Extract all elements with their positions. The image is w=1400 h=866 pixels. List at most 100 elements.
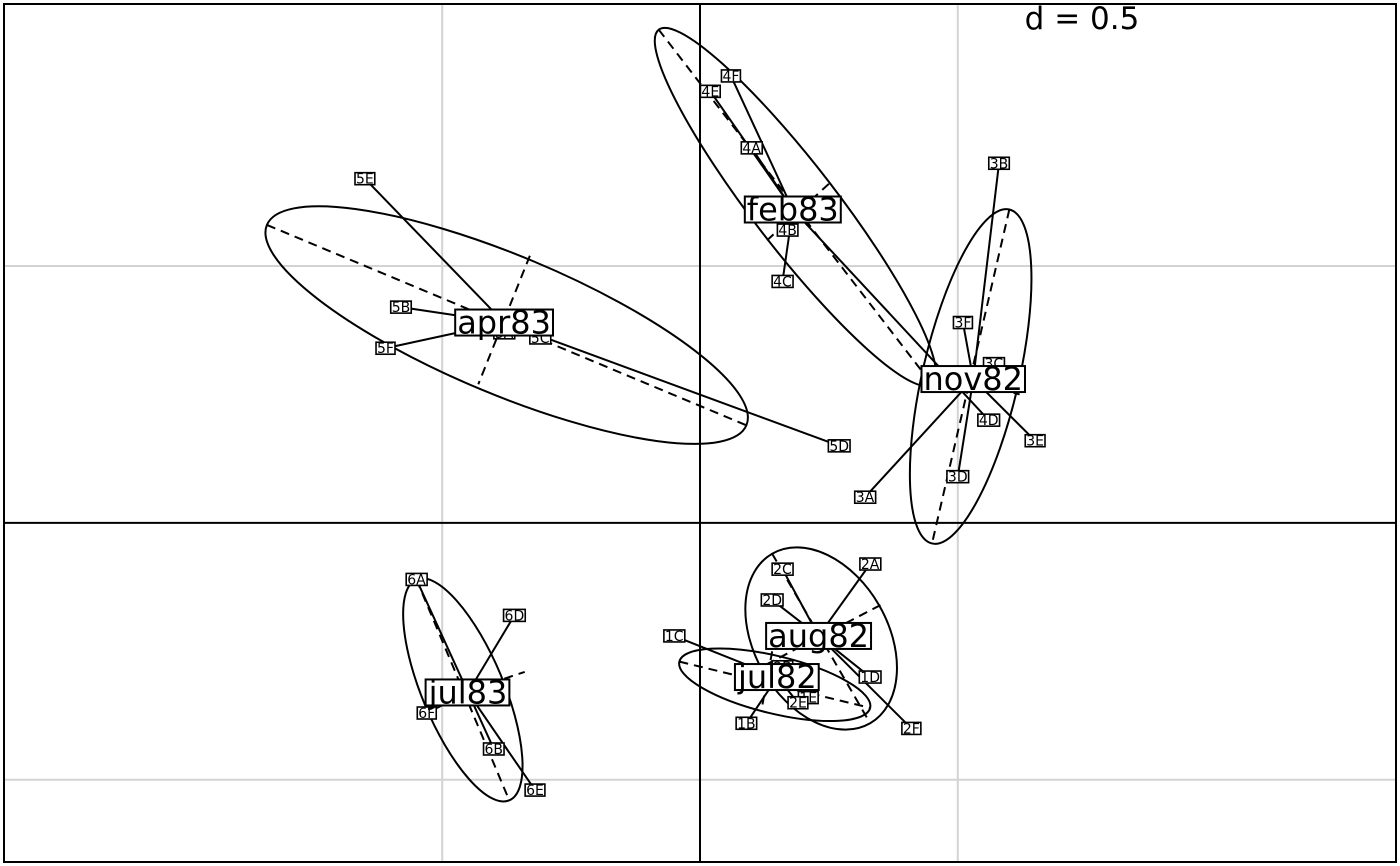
- point-label-box: [482, 742, 505, 756]
- point-label-box: [502, 608, 527, 623]
- point-label-box: [987, 156, 1011, 171]
- group-label-nov82: nov82: [920, 360, 1027, 398]
- point-label-layer: 4F4E4A4B4C4D3B3F3C3E3D3A5E5B5F5A5C5D2A2C…: [354, 69, 1046, 799]
- point-label-box: [859, 557, 882, 571]
- point-label-box: [977, 413, 1001, 427]
- ellipse-minor-axis-apr83: [477, 255, 531, 385]
- group-label-jul83: jul83: [424, 673, 511, 711]
- point-label-1B: 1B: [735, 716, 758, 732]
- point-label-text: 4D: [979, 413, 999, 429]
- group-label-text: apr83: [457, 304, 551, 342]
- point-label-text: 3E: [1026, 434, 1044, 450]
- point-label-2F: 2F: [901, 721, 922, 737]
- group-label-aug82: aug82: [765, 617, 873, 655]
- point-label-box: [901, 721, 922, 736]
- point-label-5D: 5D: [827, 439, 851, 455]
- group-label-box: [424, 678, 511, 707]
- group-label-text: jul83: [428, 673, 508, 711]
- group-label-box: [454, 308, 554, 337]
- axis-layer: [4, 4, 1396, 862]
- point-label-text: 2E: [789, 696, 807, 712]
- point-label-box: [354, 171, 376, 186]
- point-label-box: [771, 274, 794, 289]
- group-label-jul82: jul82: [733, 658, 820, 696]
- point-label-text: 6A: [407, 572, 426, 588]
- point-label-5B: 5B: [389, 300, 413, 316]
- point-label-box: [405, 572, 428, 587]
- point-label-box: [720, 69, 742, 83]
- point-label-text: 3A: [856, 490, 875, 506]
- point-label-4C: 4C: [771, 274, 794, 290]
- point-label-box: [858, 670, 882, 684]
- point-label-text: 5D: [829, 439, 849, 455]
- point-label-text: 4F: [722, 69, 739, 85]
- point-label-3B: 3B: [987, 156, 1011, 172]
- point-label-text: 3D: [948, 470, 968, 486]
- group-label-apr83: apr83: [454, 304, 554, 342]
- point-label-5F: 5F: [375, 341, 396, 357]
- group-label-box: [733, 663, 820, 692]
- point-label-text: 6B: [485, 742, 504, 758]
- point-label-text: 2A: [861, 557, 880, 573]
- point-label-6F: 6F: [416, 706, 438, 722]
- group-label-box: [920, 365, 1027, 394]
- spoke-6A: [415, 579, 469, 693]
- point-label-box: [776, 223, 799, 237]
- spoke-3B: [972, 163, 1001, 380]
- point-label-text: 1C: [665, 629, 684, 645]
- ellipse-major-axis-jul83: [415, 579, 511, 801]
- point-label-text: 1B: [737, 716, 756, 732]
- point-label-2E: 2E: [787, 695, 809, 712]
- point-label-1D: 1D: [858, 670, 882, 686]
- point-label-4B: 4B: [776, 223, 799, 239]
- point-label-box: [699, 84, 721, 99]
- point-label-text: 4E: [701, 84, 719, 100]
- point-label-box: [853, 490, 877, 505]
- point-label-text: 6D: [505, 608, 525, 624]
- point-label-text: 6F: [418, 706, 435, 722]
- spoke-6E: [467, 691, 536, 791]
- group-label-box: [765, 621, 873, 650]
- spoke-3A: [864, 378, 974, 498]
- point-label-box: [827, 439, 851, 453]
- point-label-text: 5B: [392, 300, 411, 316]
- point-label-3F: 3F: [952, 316, 974, 332]
- point-label-text: 2C: [773, 562, 792, 578]
- point-label-4F: 4F: [720, 69, 742, 85]
- d-label-background: [1012, 4, 1224, 36]
- point-label-2A: 2A: [859, 557, 882, 573]
- point-label-box: [416, 706, 438, 720]
- point-label-text: 2D: [762, 593, 782, 609]
- point-label-box: [663, 629, 686, 643]
- point-label-3D: 3D: [946, 470, 970, 486]
- group-label-box: [743, 195, 842, 224]
- point-label-text: 3F: [954, 316, 971, 332]
- spoke-5D: [503, 321, 840, 447]
- spoke-5E: [364, 177, 505, 324]
- point-label-3E: 3E: [1024, 434, 1046, 450]
- point-label-box: [389, 300, 413, 314]
- point-label-text: 3B: [990, 156, 1009, 172]
- group-label-text: aug82: [768, 617, 869, 655]
- point-label-6B: 6B: [482, 742, 505, 758]
- grid-scale-label: d = 0.5: [1025, 1, 1140, 37]
- point-label-6A: 6A: [405, 572, 428, 588]
- point-label-2C: 2C: [771, 562, 794, 578]
- point-label-4D: 4D: [977, 413, 1001, 429]
- plot-frame: [3, 3, 1397, 863]
- point-label-text: 4B: [778, 223, 797, 239]
- point-label-box: [740, 141, 764, 155]
- group-label-feb83: feb83: [743, 191, 842, 229]
- point-label-box: [787, 695, 809, 710]
- point-label-6E: 6E: [524, 783, 546, 799]
- group-label-text: jul82: [737, 658, 817, 696]
- point-label-box: [375, 341, 396, 356]
- point-label-text: 4C: [773, 274, 792, 290]
- point-label-box: [771, 562, 794, 576]
- point-label-6D: 6D: [502, 608, 527, 624]
- point-label-text: 6E: [526, 783, 544, 799]
- point-label-text: 4A: [742, 141, 761, 157]
- point-label-3A: 3A: [853, 490, 877, 506]
